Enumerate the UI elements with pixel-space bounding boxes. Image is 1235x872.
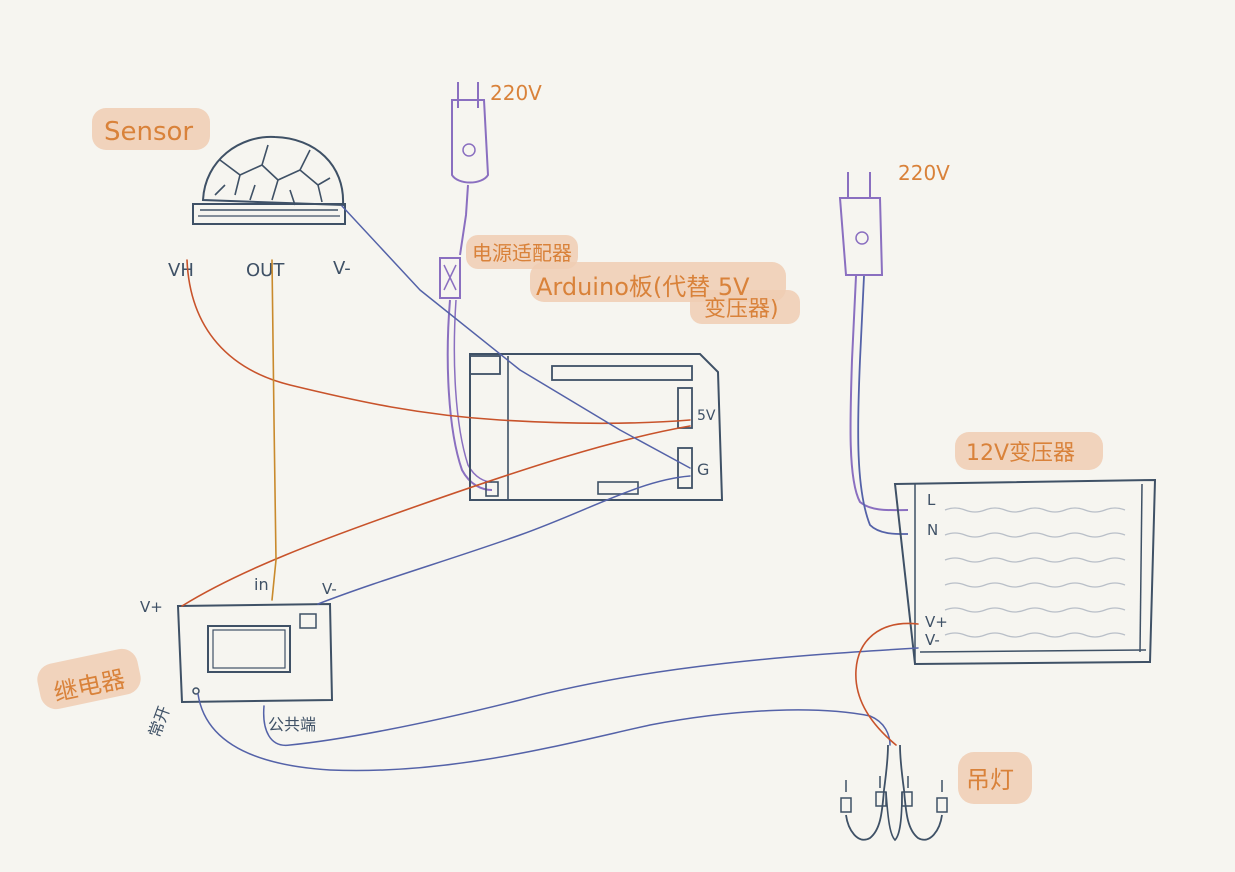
sensor-label-highlight [92,108,210,150]
relay-common-label: 公共端 [268,715,316,734]
plug-220v-adapter [439,82,493,491]
transformer-label: 12V变压器 [966,441,1075,466]
sensor-vh-label: VH [168,260,194,281]
wire-sensor-out-to-relay-in [271,259,277,601]
sensor-out-label: OUT [246,260,285,281]
ceiling-lamp [840,744,948,842]
pir-sensor [192,135,346,225]
sensor-label: Sensor [104,117,193,147]
relay-normally-open-label: 常开 [145,703,174,740]
transformer-vminus-label: V- [925,631,940,649]
transformer-l-label: L [927,491,936,509]
plug-220v-transformer [838,172,909,535]
wire-transformer-vplus-to-lamp [855,622,919,746]
transformer-12v [893,478,1157,666]
wire-sensor-vminus-to-g [341,205,691,469]
arduino-board [469,353,724,501]
transformer-vplus-label: V+ [925,613,948,631]
arduino-label-line2: 变压器) [704,297,779,322]
transformer-n-label: N [927,521,938,539]
wire-transformer-vminus-to-common [262,647,919,746]
plug1-voltage-label: 220V [490,81,542,105]
transformer-label-highlight [955,432,1103,470]
lamp-label-highlight [958,752,1032,804]
relay-in-label: in [254,575,269,594]
relay-vplus-label: V+ [140,598,163,616]
arduino-label-highlight-2 [690,290,800,324]
adapter-label-highlight [466,235,578,269]
lamp-label: 吊灯 [966,766,1014,794]
plug2-voltage-label: 220V [898,161,950,185]
phone-adapter-label: 电源适配器 [472,241,572,265]
wire-relay-vminus-to-g [317,475,691,605]
wire-sensor-vh-to-5v [186,259,691,425]
relay-module [176,602,334,704]
wire-relay-vplus-to-5v [181,425,691,607]
arduino-g-label: G [697,460,709,479]
relay-label-highlight [37,648,141,710]
sensor-vminus-label: V- [333,258,351,279]
arduino-5v-label: 5V [697,408,716,424]
relay-vminus-label: V- [322,580,337,598]
arduino-label: Arduino板(代替 5V [536,273,750,301]
